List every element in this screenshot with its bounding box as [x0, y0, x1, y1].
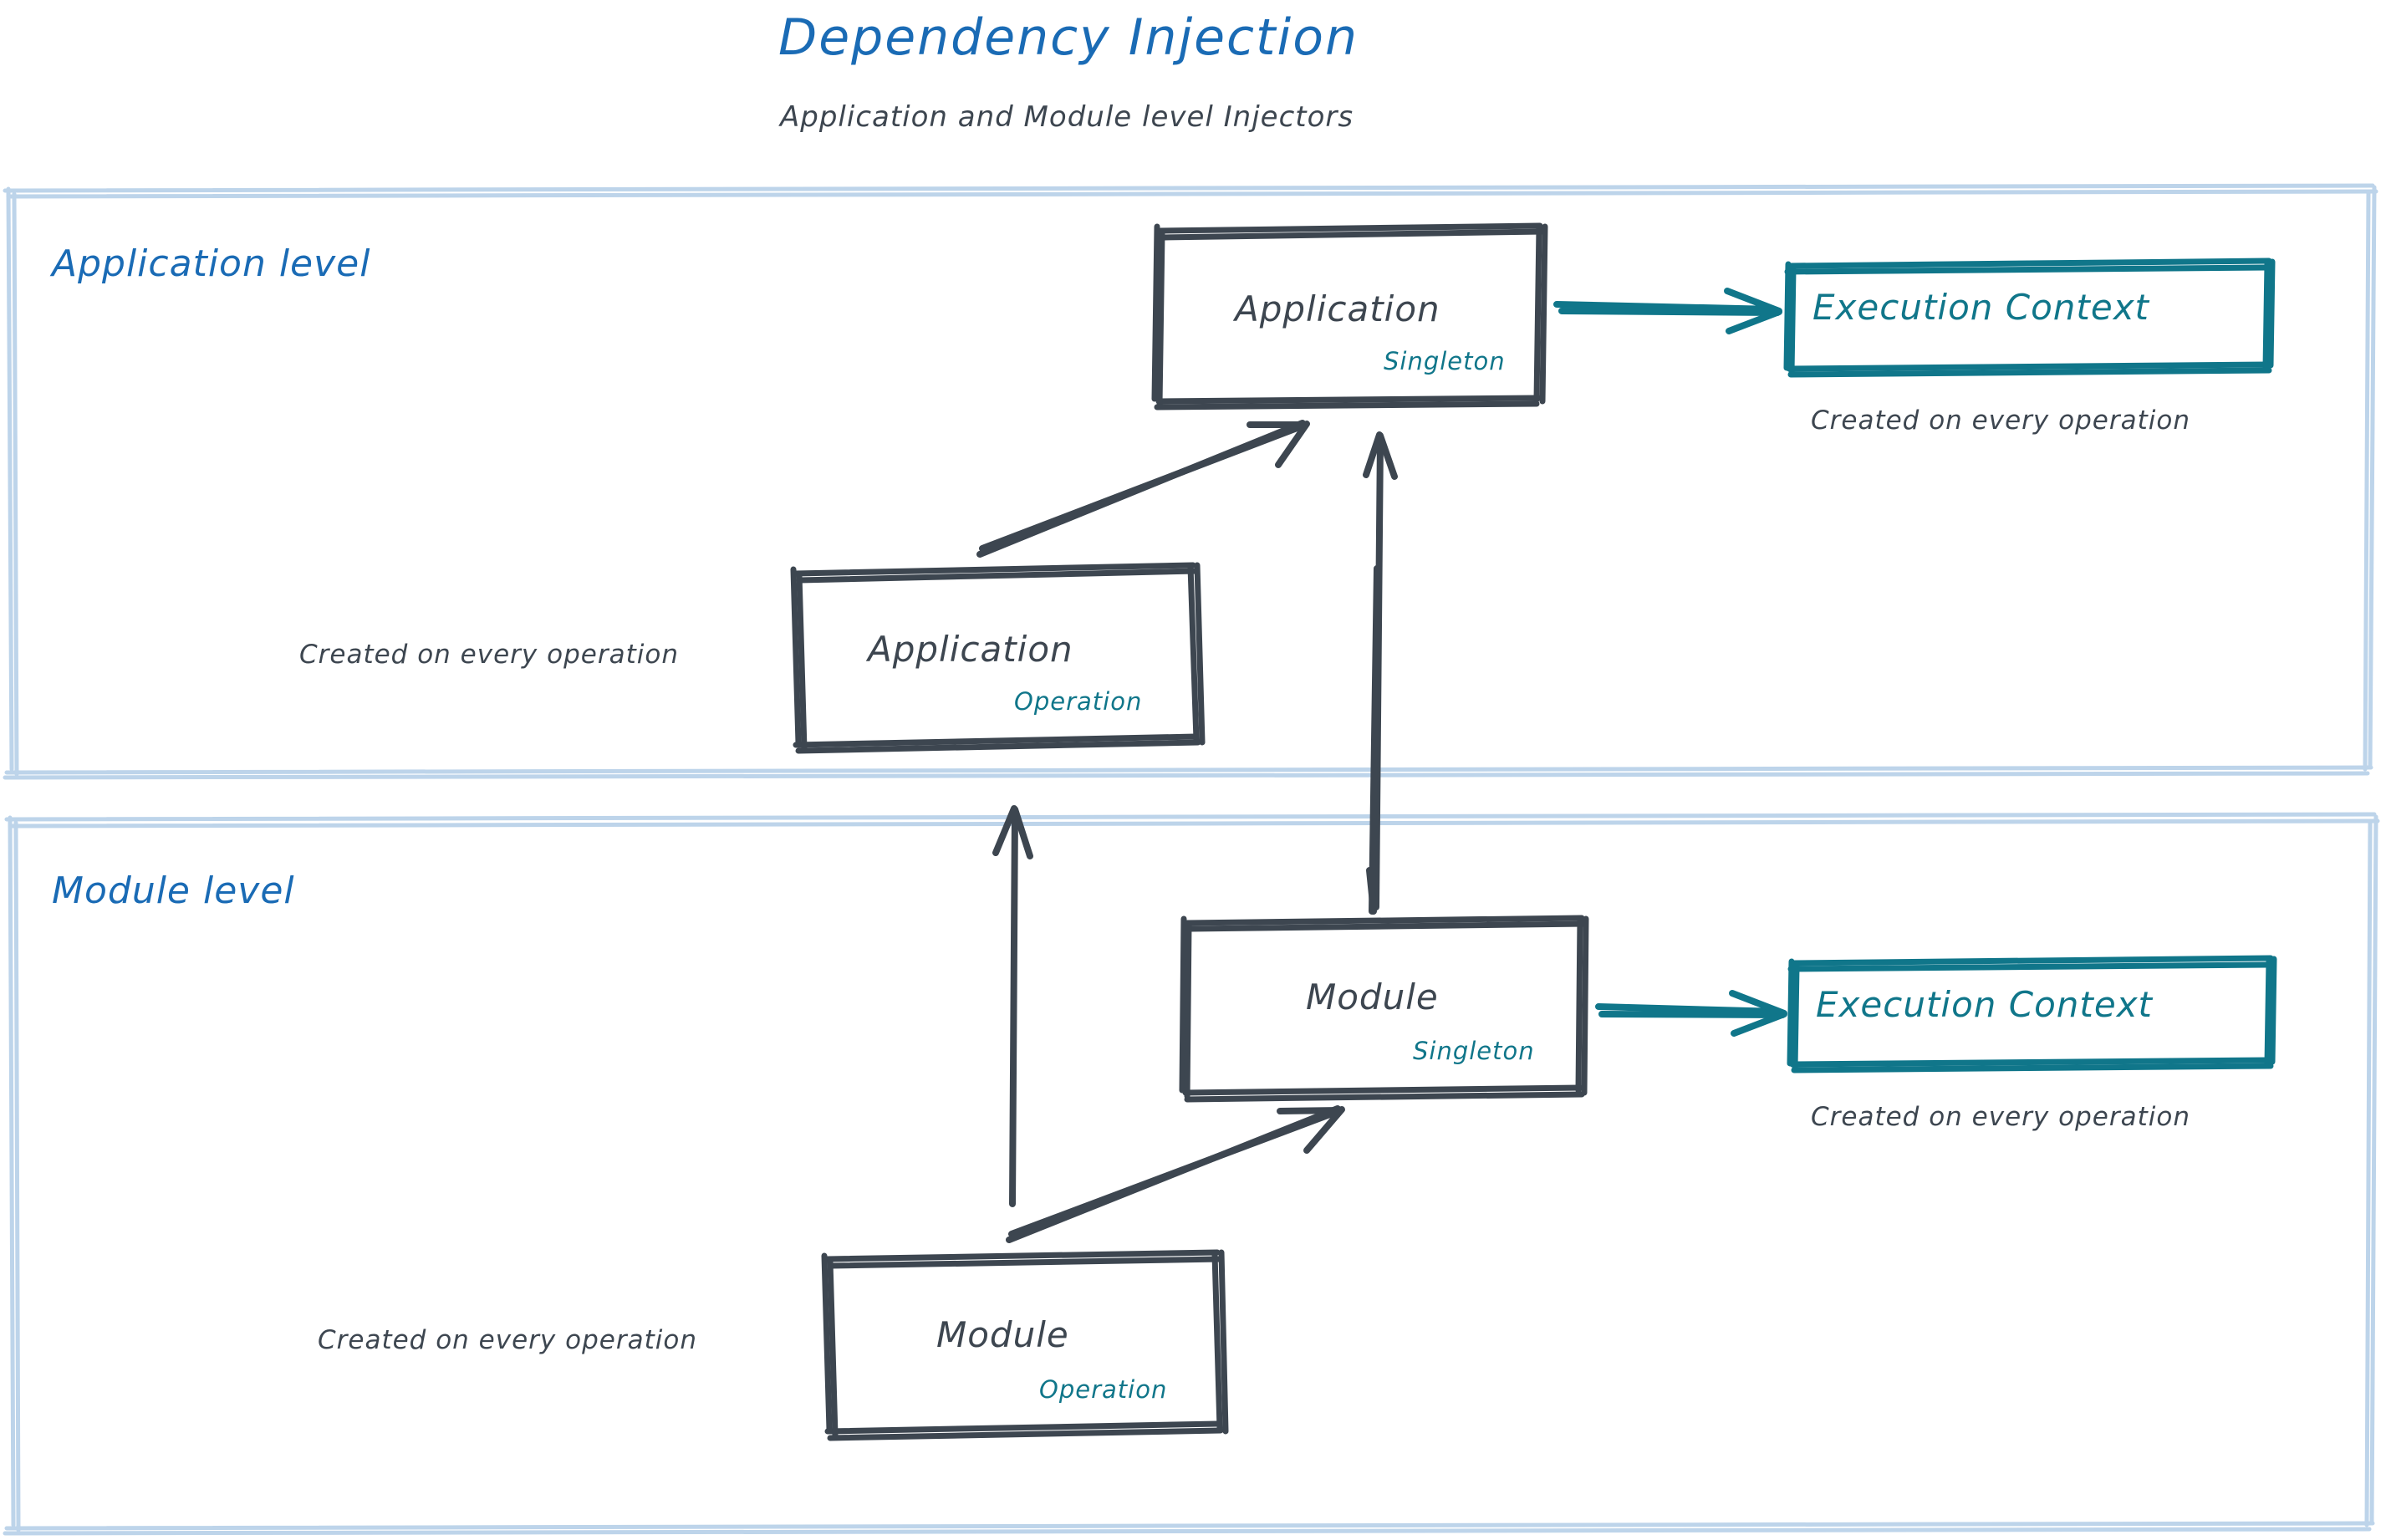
- application-singleton-title: Application: [1235, 288, 1440, 329]
- module-operation-title: Module: [936, 1314, 1069, 1355]
- arrow-module-singleton-to-exec-context: [1595, 990, 1787, 1037]
- module-singleton-title: Module: [1306, 977, 1439, 1017]
- application-execution-context-title: Execution Context: [1812, 287, 2150, 328]
- application-operation-scope: Operation: [1014, 687, 1143, 716]
- module-singleton-scope: Singleton: [1413, 1037, 1535, 1065]
- module-operation-scope: Operation: [1039, 1375, 1168, 1404]
- arrow-app-operation-to-app-singleton: [976, 420, 1310, 558]
- module-level-container: [3, 812, 2380, 1536]
- arrow-app-singleton-to-exec-context: [1553, 288, 1782, 334]
- application-operation-title: Application: [868, 629, 1073, 670]
- page-title: Dependency Injection: [778, 8, 1359, 67]
- section-label-application-level: Application level: [52, 242, 371, 285]
- module-execution-context-note: Created on every operation: [1811, 1102, 2190, 1132]
- application-operation-note: Created on every operation: [299, 640, 679, 670]
- module-operation-note: Created on every operation: [318, 1325, 697, 1355]
- module-execution-context-title: Execution Context: [1816, 984, 2154, 1025]
- arrow-module-operation-to-module-singleton: [1006, 1105, 1345, 1243]
- application-singleton-scope: Singleton: [1384, 347, 1506, 375]
- page-subtitle: Application and Module level Injectors: [780, 100, 1354, 134]
- arrow-module-operation-to-app-operation: [992, 805, 1033, 1207]
- application-execution-context-note: Created on every operation: [1811, 405, 2190, 436]
- section-label-module-level: Module level: [52, 869, 295, 912]
- arrow-module-singleton-to-app-singleton: [1363, 431, 1398, 915]
